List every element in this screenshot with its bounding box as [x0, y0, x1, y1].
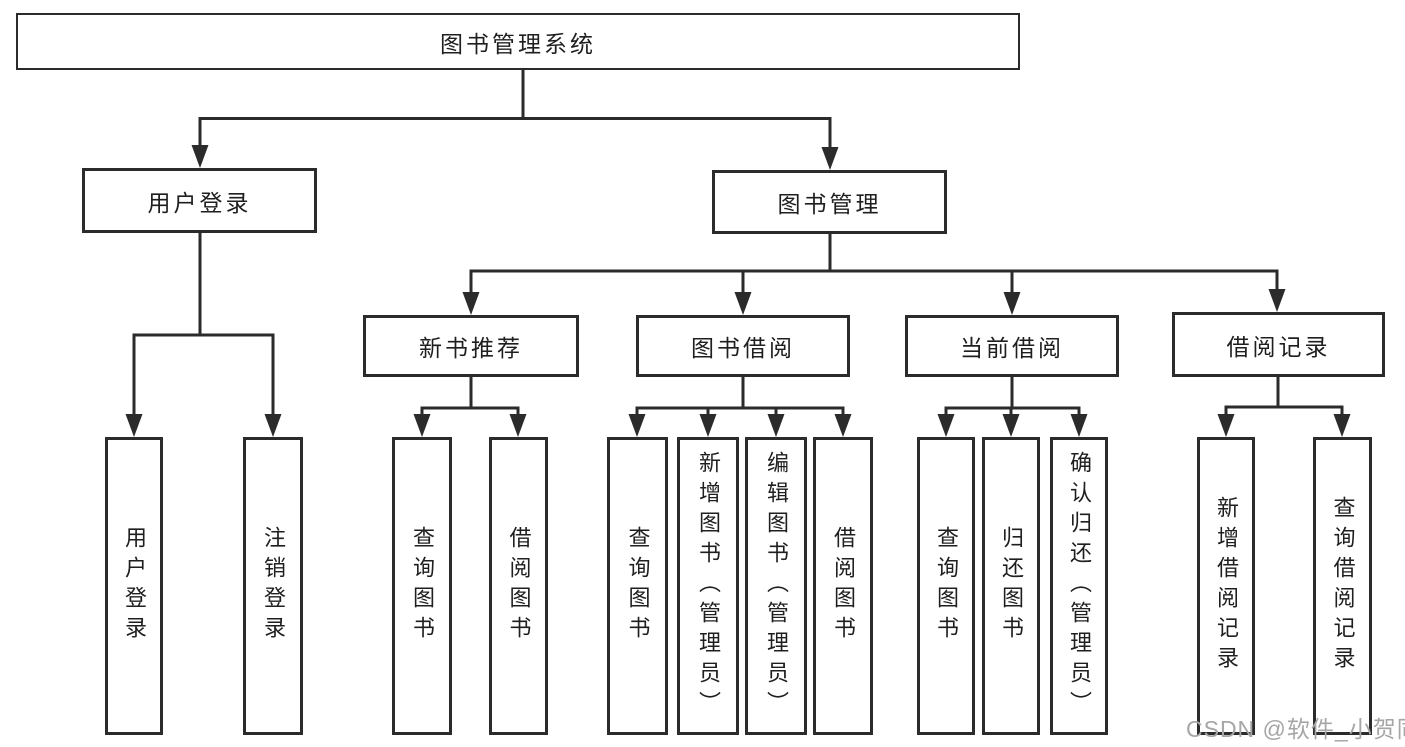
arrowhead — [1333, 414, 1351, 437]
node-user-login: 用户登录 — [82, 168, 317, 233]
leaf-user-login: 用户登录 — [105, 437, 163, 735]
arrowhead — [937, 414, 955, 437]
connector-paths — [132, 67, 1344, 420]
arrowhead — [699, 414, 717, 437]
leaf-edit-books-admin-label: 编辑图书（管理员） — [764, 451, 789, 721]
leaf-edit-books-admin: 编辑图书（管理员） — [745, 437, 807, 735]
leaf-query-borrow-record-label: 查询借阅记录 — [1330, 496, 1356, 676]
leaf-return-books-label: 归还图书 — [999, 526, 1024, 646]
connector-user-login-branch — [132, 231, 275, 420]
arrowhead — [1070, 414, 1088, 437]
connector-root-to-level2 — [198, 67, 832, 152]
arrowhead — [1268, 289, 1286, 312]
leaf-query-books-borrow: 查询图书 — [607, 437, 668, 735]
arrowhead — [413, 414, 431, 437]
arrowhead — [462, 292, 480, 315]
leaf-user-login-label: 用户登录 — [122, 526, 147, 646]
connector-current-branch — [944, 375, 1081, 420]
connector-book-mgmt-branch — [469, 232, 1279, 297]
arrowhead — [1003, 292, 1021, 315]
leaf-query-borrow-record: 查询借阅记录 — [1313, 437, 1372, 735]
node-root: 图书管理系统 — [16, 13, 1020, 70]
arrowheads — [125, 145, 1351, 437]
leaf-query-books-recommend-label: 查询图书 — [410, 526, 435, 646]
node-book-borrow: 图书借阅 — [636, 315, 850, 377]
connector-recommend-branch — [420, 375, 520, 420]
leaf-query-books-current-label: 查询图书 — [934, 526, 959, 646]
leaf-borrow-books-recommend-label: 借阅图书 — [506, 526, 532, 646]
node-book-borrow-label: 图书借阅 — [691, 335, 795, 361]
node-borrow-records: 借阅记录 — [1172, 312, 1385, 377]
arrowhead — [509, 414, 527, 437]
arrowhead — [125, 414, 143, 437]
connector-records-branch — [1224, 375, 1344, 420]
leaf-return-books: 归还图书 — [982, 437, 1040, 735]
leaf-query-books-borrow-label: 查询图书 — [625, 526, 651, 646]
leaf-logout-login-label: 注销登录 — [261, 526, 286, 646]
connector-borrow-branch — [635, 375, 845, 420]
node-user-login-label: 用户登录 — [147, 189, 252, 216]
node-new-book-recommend: 新书推荐 — [363, 315, 579, 377]
node-book-management: 图书管理 — [712, 170, 947, 234]
arrowhead — [1002, 414, 1020, 437]
arrowhead — [821, 147, 839, 170]
leaf-query-books-recommend: 查询图书 — [392, 437, 452, 735]
leaf-borrow-books-label: 借阅图书 — [831, 526, 856, 646]
leaf-logout-login: 注销登录 — [243, 437, 303, 735]
node-root-label: 图书管理系统 — [440, 30, 596, 57]
arrowhead — [834, 414, 852, 437]
leaf-add-books-admin: 新增图书（管理员） — [677, 437, 739, 735]
leaf-query-books-current: 查询图书 — [917, 437, 975, 735]
arrowhead — [191, 145, 209, 168]
arrowhead — [1217, 414, 1235, 437]
arrowhead — [767, 414, 785, 437]
leaf-confirm-return-admin: 确认归还（管理员） — [1050, 437, 1108, 735]
node-new-book-recommend-label: 新书推荐 — [419, 335, 523, 361]
arrowhead — [734, 292, 752, 315]
arrowhead — [628, 414, 646, 437]
leaf-confirm-return-admin-label: 确认归还（管理员） — [1067, 451, 1092, 721]
node-book-management-label: 图书管理 — [777, 191, 882, 217]
node-current-borrow: 当前借阅 — [905, 315, 1119, 377]
arrowhead — [264, 414, 282, 437]
leaf-add-borrow-record-label: 新增借阅记录 — [1214, 496, 1239, 676]
csdn-watermark: CSDN @软件_小贺同学 — [1186, 716, 1405, 742]
leaf-borrow-books: 借阅图书 — [813, 437, 873, 735]
leaf-add-books-admin-label: 新增图书（管理员） — [696, 451, 721, 721]
leaf-add-borrow-record: 新增借阅记录 — [1197, 437, 1255, 735]
leaf-borrow-books-recommend: 借阅图书 — [489, 437, 548, 735]
node-current-borrow-label: 当前借阅 — [960, 335, 1064, 361]
node-borrow-records-label: 借阅记录 — [1226, 333, 1331, 360]
